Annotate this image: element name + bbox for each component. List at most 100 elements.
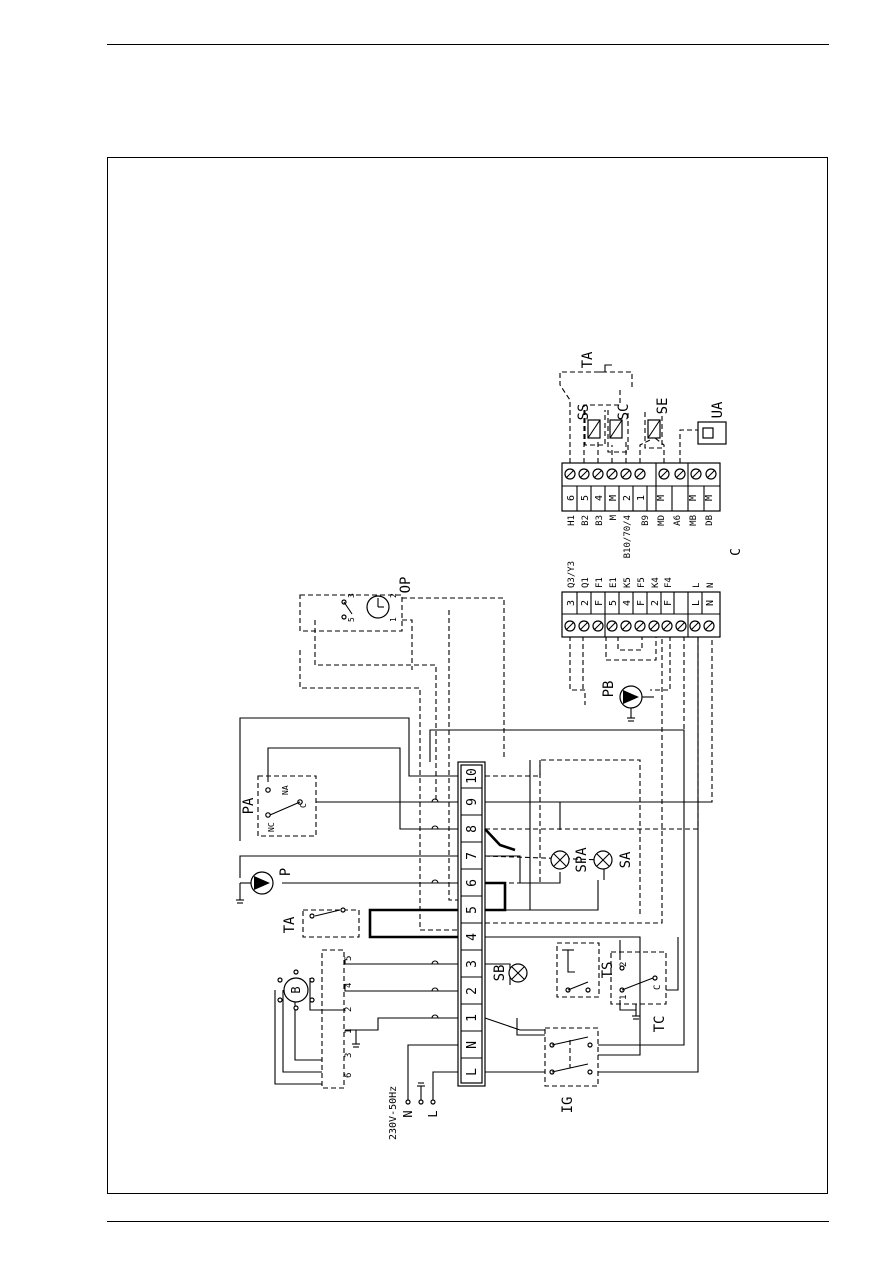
b-pin-3: 3: [344, 1053, 354, 1058]
tc-label: TC: [652, 1016, 668, 1033]
power-supply: 230V-50Hz N L: [388, 1082, 440, 1140]
lower-name-7: F4: [664, 577, 674, 588]
sa-lamp: SA: [593, 850, 634, 870]
pa-c-label: C: [299, 803, 308, 808]
diagram-frame: [107, 157, 828, 1194]
spa-lamp: SPA: [550, 847, 590, 873]
lower-name-4: K5: [623, 577, 633, 588]
terminal-5: 5: [465, 906, 480, 914]
op-pin-3: 3: [347, 593, 356, 598]
lower-pin-8: L: [691, 600, 702, 606]
supply-voltage-label: 230V-50Hz: [388, 1086, 399, 1140]
spa-label: SPA: [574, 847, 590, 873]
b-pin-1: 1: [344, 1029, 354, 1034]
lower-screws: [564, 620, 715, 632]
terminal-N: N: [465, 1041, 480, 1049]
footer-rule: [107, 1221, 829, 1222]
supply-l-label: L: [426, 1110, 440, 1117]
upper-name-8: MB: [689, 515, 699, 526]
upper-pin-8: M: [688, 495, 699, 501]
upper-name-4: B10/70/4: [623, 515, 633, 558]
pb-pump: PB: [601, 681, 654, 722]
ta-room-thermostat: TA: [282, 907, 360, 938]
upper-pin-1: 5: [580, 495, 591, 501]
b-pin-4: 4: [344, 983, 354, 988]
lower-pin-5: F: [636, 600, 647, 606]
upper-pin-5: 1: [636, 495, 647, 501]
upper-sensors: TA SS SC SE UA: [559, 351, 727, 463]
board-lower-terminals: 3 2 F 5 4 F 2 F L N Q3/Y3 Q1 F1 E1 K5 F5…: [561, 548, 744, 638]
pa-pressure-switch: PA NA NC C: [241, 775, 317, 837]
upper-name-3: M: [609, 514, 619, 520]
op-timer: OP 3 5 2 1: [299, 577, 505, 760]
b-pin-5: 5: [344, 956, 354, 961]
b-label: B: [289, 986, 303, 993]
terminal-2: 2: [465, 987, 480, 995]
terminal-9: 9: [465, 798, 480, 806]
op-pin-2: 2: [389, 593, 398, 598]
upper-pin-4: 2: [622, 495, 633, 501]
sb-lamp: SB: [492, 963, 528, 983]
b-pin-6: 6: [344, 1073, 354, 1078]
b-selector-switch: B 5 4 2 1 3 6: [277, 949, 360, 1089]
ig-label: IG: [560, 1097, 576, 1114]
sc-label: SC: [616, 404, 632, 421]
terminal-4: 4: [465, 933, 480, 941]
ig-main-switch: IG: [544, 1027, 599, 1114]
upper-name-2: B3: [595, 515, 605, 526]
upper-name-7: A6: [673, 515, 683, 526]
lower-name-2: F1: [595, 577, 605, 588]
upper-pin-2: 4: [594, 495, 605, 501]
p-pump: P: [236, 868, 294, 904]
terminal-8: 8: [465, 825, 480, 833]
lower-pin-3: 5: [608, 600, 619, 606]
p-label: P: [278, 868, 294, 876]
header-rule: [107, 44, 829, 45]
terminal-6: 6: [465, 879, 480, 887]
terminal-L: L: [465, 1068, 480, 1076]
b-pin-2: 2: [344, 1007, 354, 1012]
pa-nc-label: NC: [267, 822, 276, 832]
lower-pin-9: N: [705, 600, 716, 606]
terminal-7: 7: [465, 852, 480, 860]
lower-name-3: E1: [609, 577, 619, 588]
board-label: C: [729, 548, 744, 556]
terminal-3: 3: [465, 960, 480, 968]
supply-n-label: N: [401, 1110, 415, 1117]
ss-label: SS: [576, 404, 592, 421]
upper-name-0: H1: [567, 515, 577, 526]
lower-pin-4: 4: [622, 600, 633, 606]
sb-label: SB: [492, 965, 508, 982]
tc-pin-2: 2: [619, 962, 629, 967]
terminal-1: 1: [465, 1014, 480, 1022]
lower-pin-1: 2: [580, 600, 591, 606]
upper-name-6: MD: [657, 515, 667, 526]
lower-name-0: Q3/Y3: [567, 561, 577, 588]
upper-name-5: B9: [641, 515, 651, 526]
lower-name-9: N: [706, 583, 716, 588]
upper-screws: [564, 468, 717, 480]
op-label: OP: [398, 577, 414, 594]
lower-pin-2: F: [594, 600, 605, 606]
pb-label: PB: [601, 681, 617, 698]
upper-name-9: DB: [705, 515, 715, 526]
lower-pin-0: 3: [566, 600, 577, 606]
upper-pin-3: M: [608, 495, 619, 501]
tc-pin-c: C: [653, 985, 663, 990]
tc-pin-1: 1: [619, 995, 629, 1000]
ua-label: UA: [710, 401, 726, 418]
left-wiring: [239, 610, 458, 1100]
pa-label: PA: [241, 797, 257, 814]
op-pin-5: 5: [347, 617, 356, 622]
upper-pin-6: M: [656, 495, 667, 501]
op-pin-1: 1: [389, 617, 398, 622]
terminal-10: 10: [465, 768, 480, 784]
ts-label: TS: [600, 962, 616, 979]
lower-name-6: K4: [651, 577, 661, 588]
main-terminal-strip: L N 1 2 3 4 5 6 7 8 9 10: [457, 761, 486, 1087]
upper-pin-0: 6: [566, 495, 577, 501]
lower-name-1: Q1: [581, 577, 591, 588]
ts-safety-thermostat: TS: [556, 942, 616, 998]
